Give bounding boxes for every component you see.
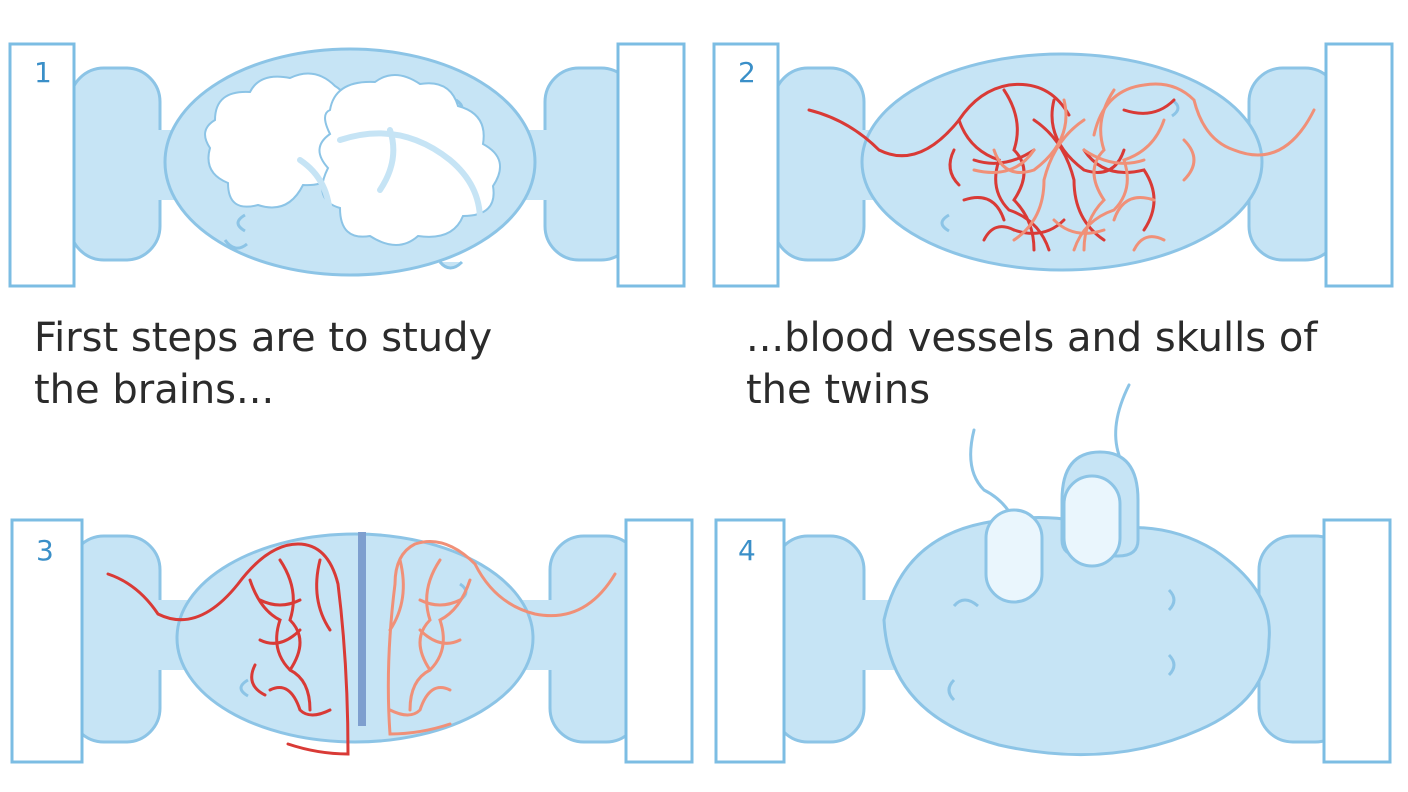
- blood-vessels-light: [972, 82, 1316, 252]
- panel-3: 3: [0, 500, 700, 792]
- right-frame: [624, 518, 694, 764]
- caption-1-line-1: First steps are to study: [34, 315, 493, 361]
- separated-vessels-dark: [106, 542, 350, 756]
- brain-shapes: [204, 72, 502, 246]
- separated-vessels-light: [386, 540, 617, 736]
- panel-number: 2: [738, 56, 756, 89]
- panel-number: 1: [34, 56, 52, 89]
- brain-folds: [297, 127, 483, 223]
- caption-2-line-2: the twins: [746, 367, 931, 413]
- left-frame: [714, 518, 786, 764]
- panel-1-illustration: [8, 42, 686, 288]
- left-frame: [8, 42, 76, 288]
- caption-1-line-2: the brains...: [34, 367, 275, 413]
- left-frame: [712, 42, 780, 288]
- panel-number: 4: [738, 534, 756, 567]
- panel-2: 2: [704, 0, 1408, 300]
- tissue-expanders: [966, 381, 1140, 604]
- expander-right: [1062, 474, 1122, 568]
- expander-left: [984, 508, 1044, 604]
- panel-number: 3: [36, 534, 54, 567]
- ear-left: [236, 213, 246, 233]
- joined-heads: [860, 52, 1264, 272]
- caption-2-line-1: ...blood vessels and skulls of: [746, 315, 1318, 361]
- left-frame: [10, 518, 84, 764]
- separation-divider: [358, 532, 366, 726]
- right-frame: [1324, 42, 1394, 288]
- panel-4: 4: [704, 381, 1408, 792]
- panel-2-illustration: [712, 42, 1394, 288]
- caption-2: ...blood vessels and skulls of the twins: [746, 312, 1317, 416]
- blood-vessels-dark: [807, 82, 1176, 252]
- caption-1: First steps are to study the brains...: [34, 312, 492, 416]
- joined-heads: [175, 532, 535, 744]
- right-frame: [616, 42, 686, 288]
- right-frame: [1322, 518, 1392, 764]
- panel-1: 1: [0, 0, 700, 300]
- panel-4-illustration: [714, 381, 1392, 764]
- panel-3-illustration: [10, 518, 694, 764]
